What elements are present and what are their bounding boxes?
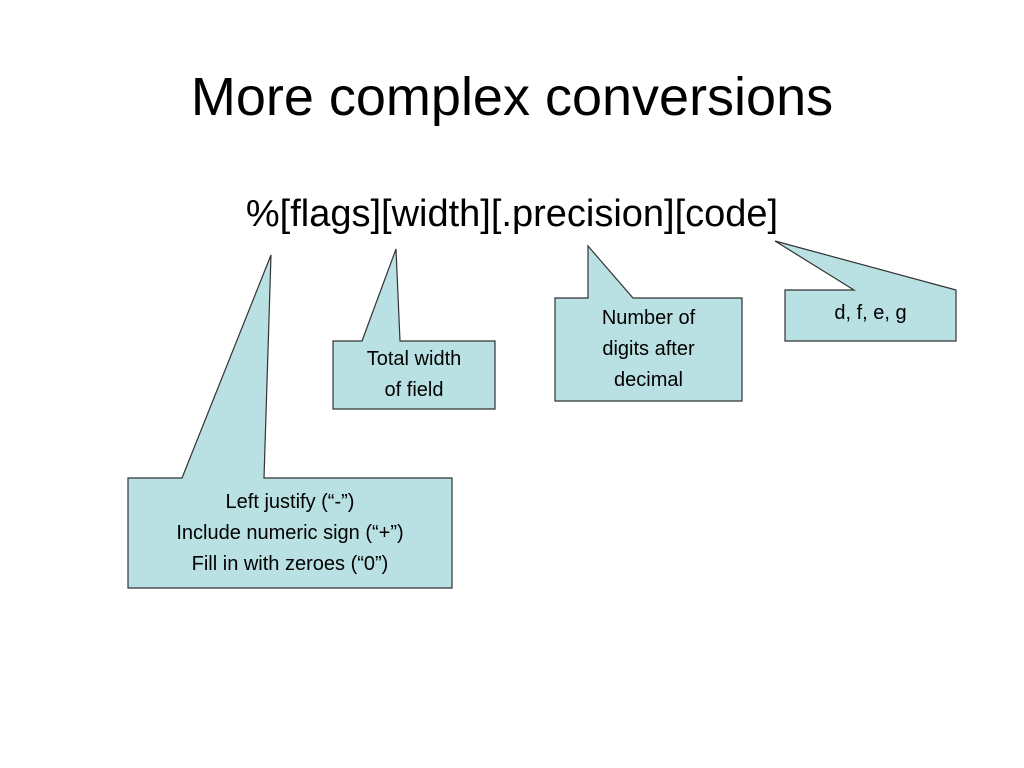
precision-callout-line: Number of [601, 307, 696, 329]
slide-title: More complex conversions [190, 67, 834, 127]
precision-callout-line: decimal [614, 369, 683, 391]
width-callout-text: Total width of field [333, 345, 495, 405]
width-callout-shape [332, 248, 496, 410]
flags-callout-line: Include numeric sign (“+”) [176, 521, 404, 544]
precision-callout-text: Number of digits after decimal [555, 302, 742, 397]
precision-callout-line: digits after [602, 338, 695, 360]
flags-callout-text: Left justify (“-”) Include numeric sign … [128, 482, 452, 584]
code-callout-shape [774, 240, 957, 342]
width-callout-line: of field [384, 379, 444, 401]
flags-callout-shape [127, 254, 453, 589]
flags-callout-line: Fill in with zeroes (“0”) [191, 552, 389, 575]
width-callout-line: Total width [366, 348, 462, 370]
flags-callout-line: Left justify (“-”) [225, 490, 355, 513]
code-callout-line: d, f, e, g [834, 301, 907, 324]
code-callout-text: d, f, e, g [785, 292, 956, 334]
precision-callout-shape [554, 244, 743, 402]
format-string: %[flags][width][.precision][code] [245, 193, 779, 235]
